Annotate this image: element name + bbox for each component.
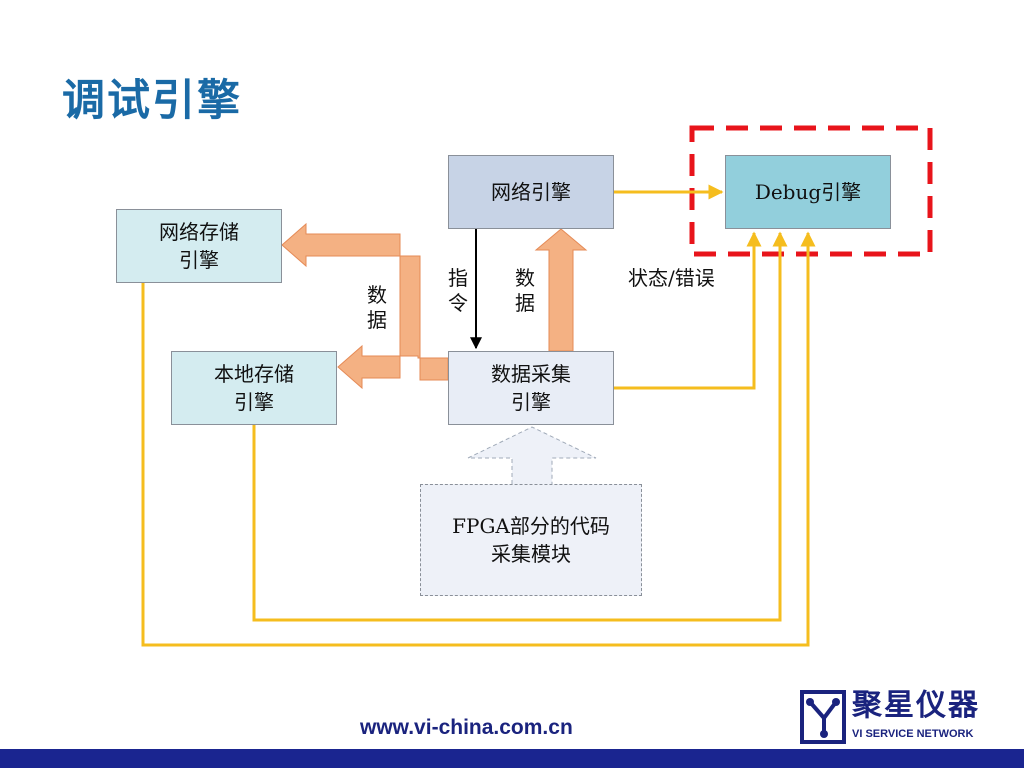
command-label: 指令 [448,266,468,315]
fpga-module-node: FPGA部分的代码 采集模块 [420,484,642,596]
debug-engine-label: Debug引擎 [754,180,862,204]
data-up-arrow [534,228,588,352]
logo-mark-icon [800,690,846,744]
footer-bar [0,749,1024,768]
network-engine-node: 网络引擎 [448,155,614,229]
local-storage-node: 本地存储 引擎 [171,351,337,425]
data-to-storage-arrow [281,222,449,390]
slide-title: 调试引擎 [62,76,242,126]
network-storage-node: 网络存储 引擎 [116,209,282,283]
network-storage-to-debug-connector [141,231,816,647]
local-storage-label: 本地存储 引擎 [214,362,294,414]
fpga-module-label: FPGA部分的代码 采集模块 [452,514,610,566]
company-logo: 聚星仪器 VI SERVICE NETWORK [800,688,1018,746]
local-storage-to-debug-connector [252,231,788,622]
network-storage-label: 网络存储 引擎 [159,220,239,272]
logo-name: 聚星仪器 [852,688,980,723]
acquisition-engine-node: 数据采集 引擎 [448,351,614,425]
data-storage-label: 数据 [367,283,387,332]
acq-to-debug-connector [614,231,762,390]
debug-engine-node: Debug引擎 [725,155,891,229]
status-error-label: 状态/错误 [628,266,715,290]
website-link[interactable]: www.vi-china.com.cn [360,716,573,739]
logo-subtitle: VI SERVICE NETWORK [852,728,974,740]
network-engine-label: 网络引擎 [491,180,571,204]
acquisition-engine-label: 数据采集 引擎 [491,362,571,414]
data-up-label: 数据 [515,266,535,315]
